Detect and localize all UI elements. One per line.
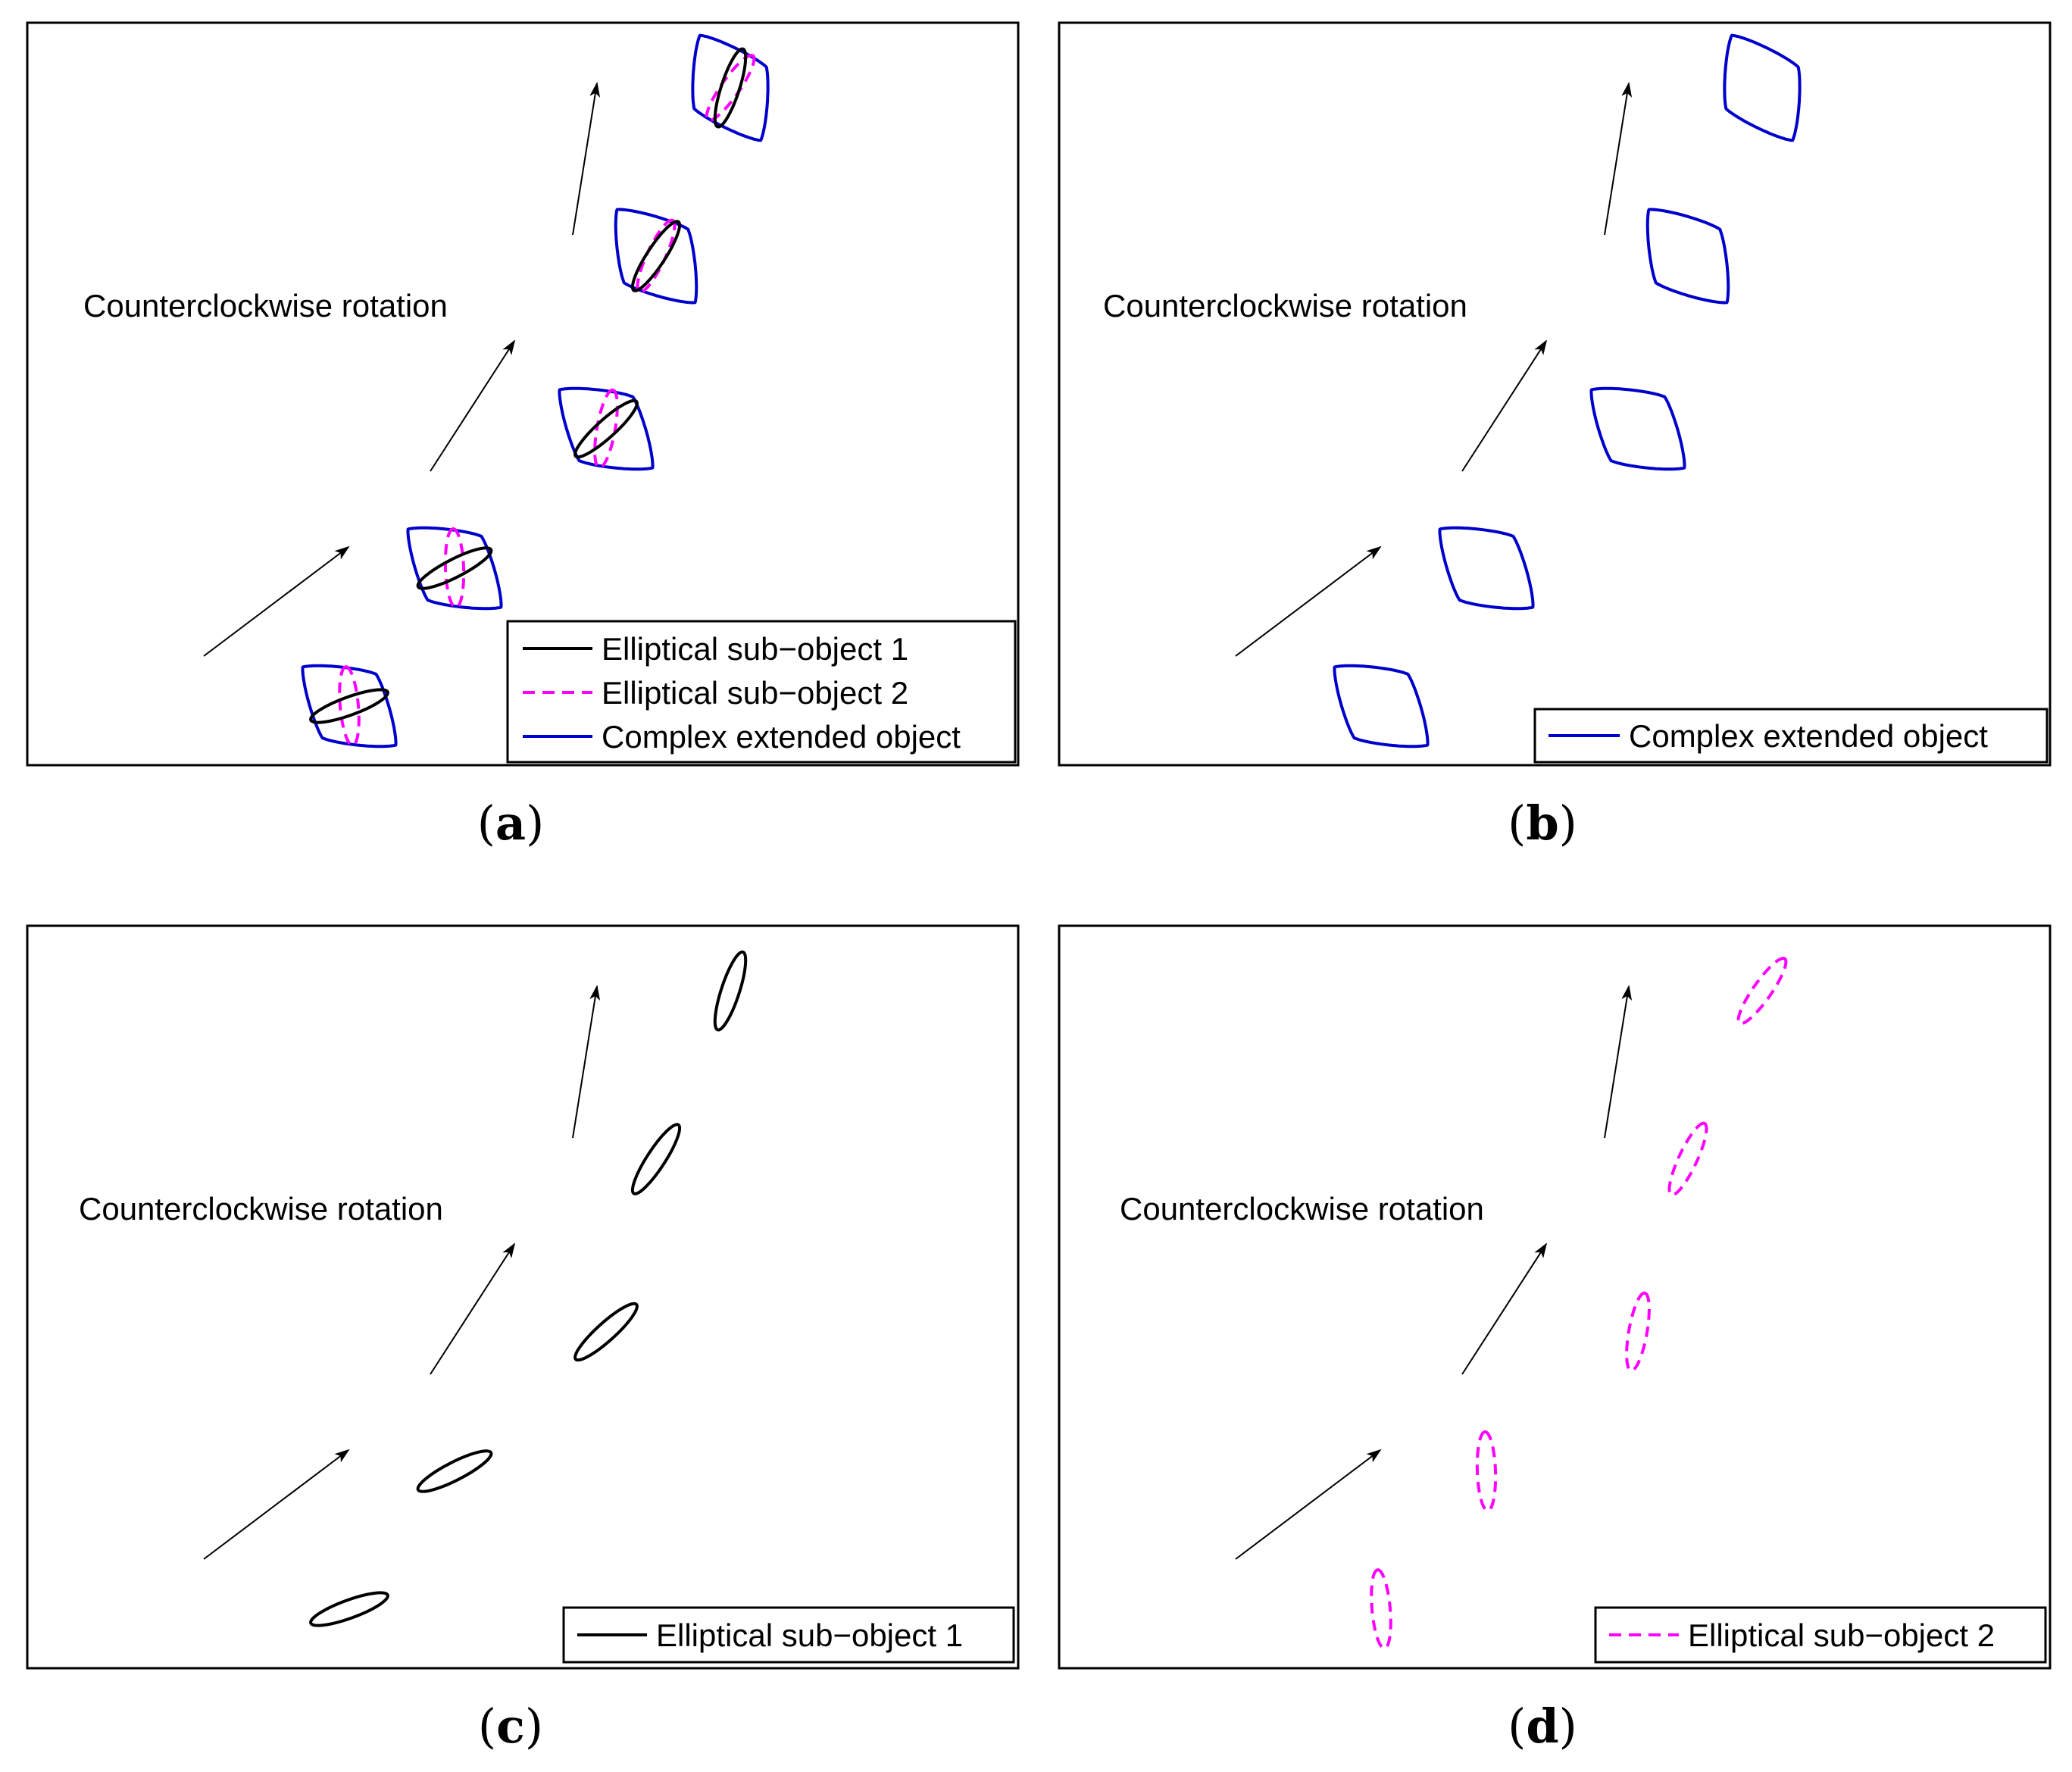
annotation: Counterclockwise rotation	[79, 1191, 443, 1227]
objects-layer	[1370, 956, 1788, 1650]
elliptical-sub-object-2	[1667, 1121, 1708, 1197]
elliptical-sub-object-1	[309, 688, 389, 724]
objects-layer	[309, 950, 748, 1627]
arrows	[203, 985, 601, 1560]
legend-label: Complex extended object	[1629, 718, 1988, 754]
rotation-arrow	[203, 1449, 350, 1560]
rotation-arrow	[1235, 1449, 1382, 1560]
panel-c: Counterclockwise rotation Elliptical sub…	[26, 924, 1020, 1670]
elliptical-sub-object-2	[593, 388, 619, 470]
panel-frame	[26, 924, 1020, 1670]
complex-extended-object	[406, 526, 503, 611]
elliptical-sub-object-2	[1475, 1430, 1498, 1512]
elliptical-sub-object-2	[443, 527, 466, 609]
rotation-arrow	[1461, 339, 1548, 472]
panel-frame	[26, 21, 1020, 767]
elliptical-sub-object-1	[573, 1302, 639, 1362]
legend-box	[1594, 1606, 2047, 1664]
elliptical-sub-object-2	[1736, 956, 1788, 1026]
complex-extended-object	[691, 33, 770, 142]
rotation-arrow	[1461, 1242, 1548, 1375]
legend: Elliptical sub−object 2	[1594, 1606, 2047, 1664]
panel-d: Counterclockwise rotation Elliptical sub…	[1058, 924, 2052, 1670]
rotation-arrow	[430, 1242, 516, 1375]
complex-extended-object	[614, 208, 698, 305]
legend: Complex extended object	[1533, 708, 2049, 764]
legend-box	[1533, 708, 2049, 764]
caption-c: (c)	[478, 1699, 543, 1754]
legend-label: Elliptical sub−object 1	[656, 1617, 963, 1653]
legend-label: Complex extended object	[602, 719, 961, 755]
elliptical-sub-object-1	[416, 546, 493, 590]
elliptical-sub-object-1	[630, 220, 682, 292]
arrows	[1235, 985, 1633, 1560]
panel-a: Counterclockwise rotation Elliptical sub…	[26, 21, 1020, 767]
complex-extended-object	[1645, 208, 1730, 305]
elliptical-sub-object-1	[416, 1449, 493, 1493]
annotation: Counterclockwise rotation	[1103, 288, 1467, 323]
elliptical-sub-object-1	[713, 47, 748, 129]
annotation: Counterclockwise rotation	[83, 288, 448, 323]
legend: Elliptical sub−object 1	[562, 1606, 1015, 1664]
caption-d: (d)	[1508, 1699, 1577, 1754]
legend-box	[506, 620, 1017, 764]
rotation-arrow	[1604, 985, 1633, 1139]
objects-layer	[1333, 33, 1802, 748]
complex-extended-object	[1723, 33, 1802, 142]
elliptical-sub-object-1	[713, 950, 748, 1032]
elliptical-sub-object-2	[338, 665, 361, 747]
legend-label: Elliptical sub−object 2	[602, 675, 908, 711]
annotation: Counterclockwise rotation	[1120, 1191, 1484, 1227]
rotation-arrow	[1235, 545, 1382, 657]
panel-b: Counterclockwise rotation Complex extend…	[1058, 21, 2052, 767]
elliptical-sub-object-1	[573, 398, 639, 459]
rotation-arrow	[1604, 82, 1633, 236]
caption-b: (b)	[1508, 795, 1577, 851]
rotation-arrow	[572, 82, 601, 236]
arrows	[203, 82, 601, 657]
caption-a: (a)	[477, 795, 545, 851]
panel-frame	[1058, 21, 2052, 767]
panel-frame	[1058, 924, 2052, 1670]
rotation-arrow	[572, 985, 601, 1139]
legend: Elliptical sub−object 1 Elliptical sub−o…	[506, 620, 1017, 764]
elliptical-sub-object-1	[309, 1591, 389, 1627]
complex-extended-object	[1589, 386, 1686, 471]
legend-label: Elliptical sub−object 1	[602, 631, 908, 667]
complex-extended-object	[1438, 526, 1535, 611]
complex-extended-object	[1333, 664, 1430, 748]
objects-layer	[301, 33, 770, 748]
elliptical-sub-object-2	[1625, 1291, 1651, 1373]
elliptical-sub-object-1	[630, 1123, 682, 1195]
complex-extended-object	[558, 386, 655, 471]
legend-label: Elliptical sub−object 2	[1688, 1617, 1995, 1653]
rotation-arrow	[430, 339, 516, 472]
elliptical-sub-object-2	[1370, 1568, 1392, 1650]
complex-extended-object	[301, 664, 398, 748]
arrows	[1235, 82, 1633, 657]
rotation-arrow	[203, 545, 350, 657]
elliptical-sub-object-2	[636, 218, 677, 294]
